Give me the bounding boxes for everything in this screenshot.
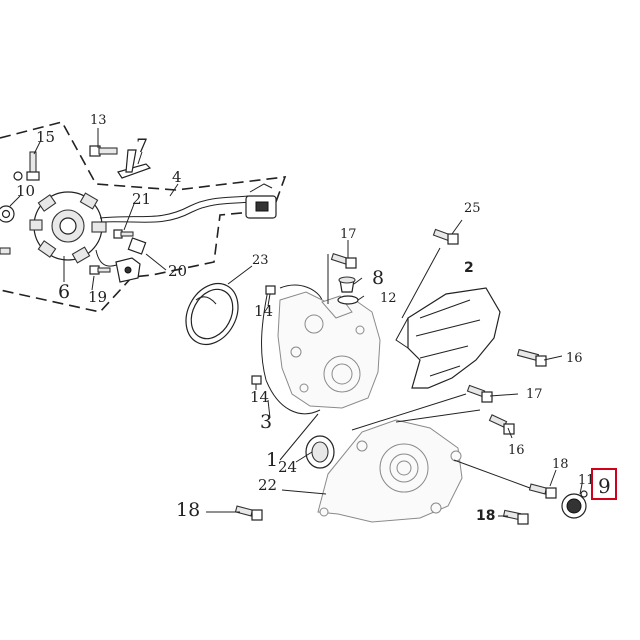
callout-4: 4	[172, 168, 182, 186]
leader-lines	[9, 128, 583, 517]
outer-cover-22	[317, 419, 463, 523]
callout-19: 19	[88, 288, 107, 306]
callout-18a: 18	[176, 499, 200, 521]
callout-16a: 16	[566, 351, 583, 366]
fan-shroud-2	[395, 287, 501, 389]
bolt-21	[113, 229, 134, 239]
plug-8	[338, 276, 356, 293]
wire-harness	[95, 183, 277, 267]
callout-2: 2	[464, 260, 474, 276]
crankcase-cover-1	[277, 291, 381, 409]
washer-small	[580, 490, 588, 498]
callout-18c: 18	[476, 508, 495, 524]
callout-9: 9	[598, 474, 611, 498]
callout-12: 12	[380, 291, 397, 306]
callout-15: 15	[36, 128, 55, 146]
callout-11: 11	[578, 473, 595, 488]
nut-10	[0, 171, 23, 223]
cap-11	[561, 493, 587, 519]
bolt-18a	[234, 505, 263, 521]
callout-8: 8	[372, 267, 384, 289]
callout-9-highlight[interactable]: 9	[591, 468, 617, 500]
callout-6: 6	[58, 281, 70, 303]
callout-16b: 16	[508, 443, 525, 458]
callout-17a: 17	[340, 227, 357, 242]
gasket-23	[185, 282, 239, 346]
callout-3: 3	[260, 411, 272, 433]
callout-18b: 18	[552, 457, 569, 472]
pickup-sensor	[115, 257, 141, 283]
clip-20	[127, 237, 147, 255]
callout-1: 1	[266, 449, 278, 471]
callout-13: 13	[90, 113, 107, 128]
o-ring-12	[337, 295, 359, 305]
highlight-box	[591, 468, 617, 500]
bolt-15	[26, 151, 40, 181]
clamp-19	[89, 265, 111, 275]
callout-10: 10	[16, 182, 35, 200]
stator-coil	[29, 191, 107, 264]
bolt-16a	[516, 348, 547, 367]
bolt-13	[89, 145, 118, 157]
bracket-7	[117, 149, 152, 179]
callout-20: 20	[168, 262, 187, 280]
callout-21: 21	[132, 190, 151, 208]
bolt-17a	[330, 252, 357, 269]
stator-assembly-outline	[0, 121, 287, 313]
oil-seal-24	[305, 435, 335, 469]
callout-labels: 13 15 7 4 10 21 6 19 20 23 14 14 3 17 8 …	[16, 113, 595, 524]
stud-left	[0, 247, 11, 255]
callout-24: 24	[278, 458, 297, 476]
callout-22: 22	[258, 476, 277, 494]
callout-14a: 14	[254, 302, 273, 320]
bolt-17b	[466, 384, 493, 403]
callout-7: 7	[136, 135, 148, 157]
callout-25: 25	[464, 201, 481, 216]
dowel-14a	[265, 285, 276, 295]
bolt-16b	[488, 414, 515, 435]
dowel-14b	[251, 375, 262, 385]
bolt-18c	[502, 509, 529, 525]
cover-gasket-3	[251, 284, 323, 415]
callout-17b: 17	[526, 387, 543, 402]
callout-14b: 14	[250, 388, 269, 406]
bolt-18b	[528, 483, 557, 499]
callout-23: 23	[252, 253, 269, 268]
bolt-25	[432, 228, 459, 245]
